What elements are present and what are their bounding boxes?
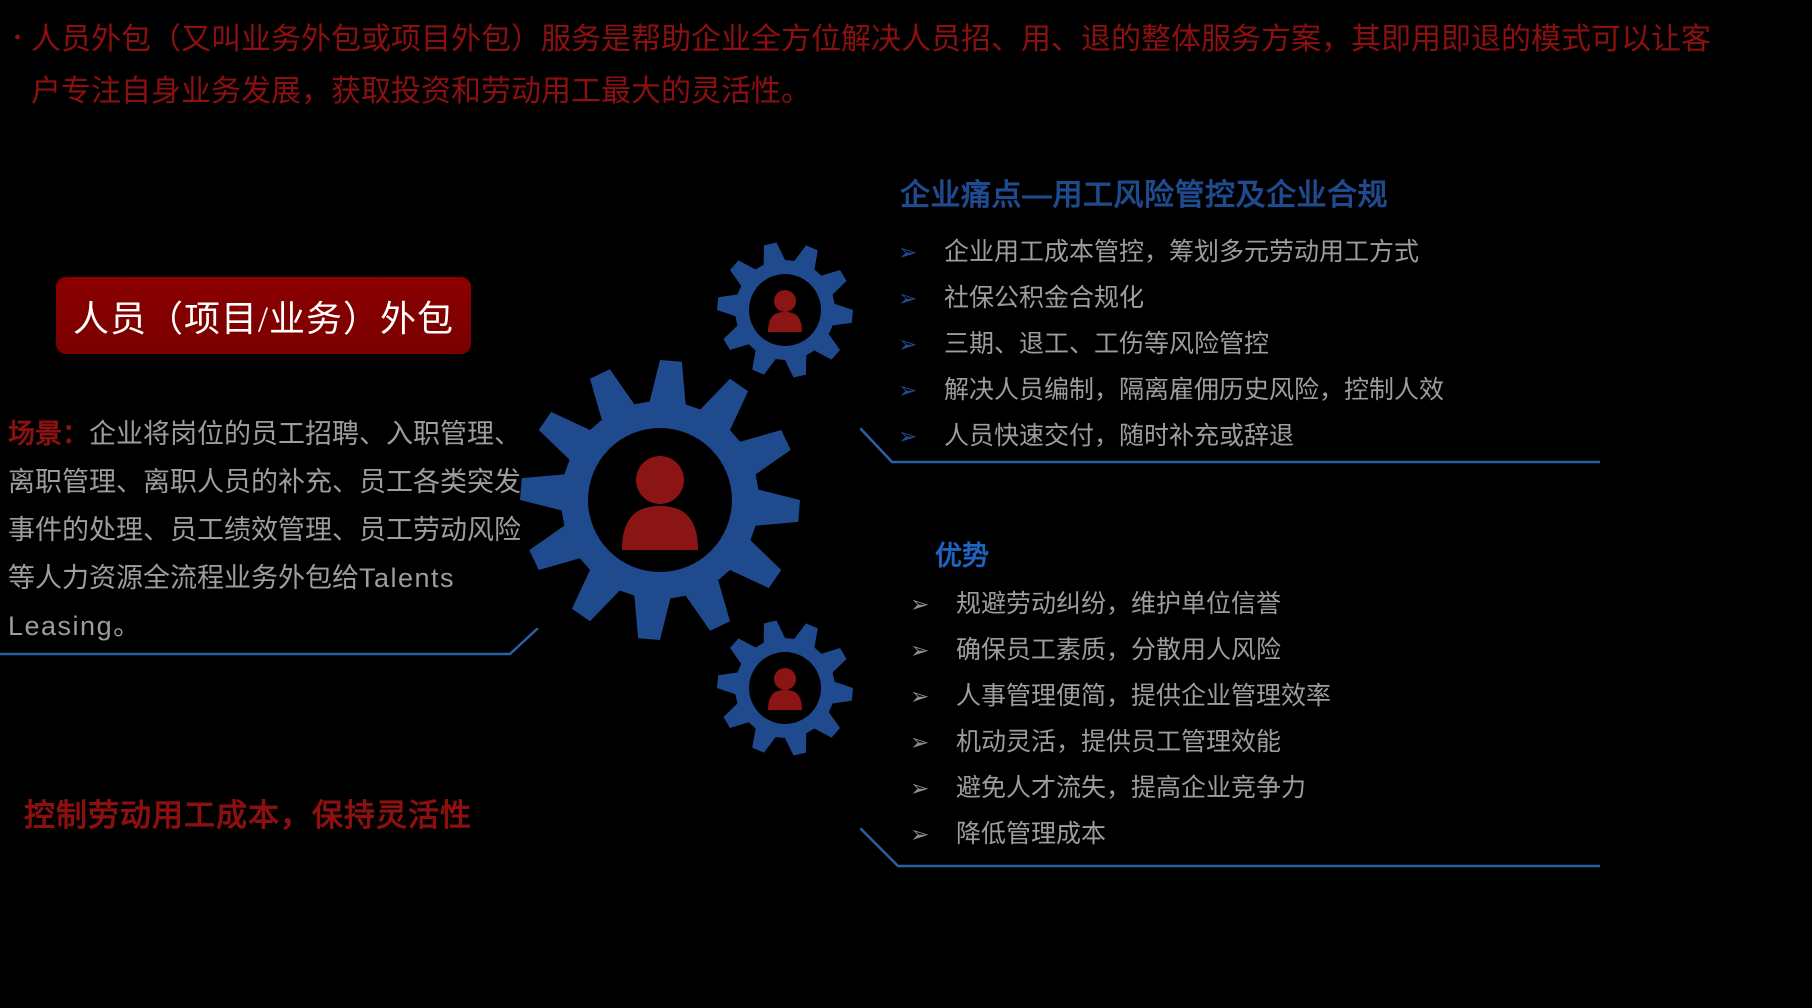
list-item: ➢ 三期、退工、工伤等风险管控 [898,332,1798,357]
list-item-label: 人事管理便简，提供企业管理效率 [956,683,1332,710]
list-item-label: 社保公积金合规化 [944,285,1145,312]
list-item: ➢ 机动灵活，提供员工管理效能 [910,730,1810,755]
list-item-label: 企业用工成本管控，筹划多元劳动用工方式 [944,239,1420,266]
top-note-text: 人员外包（又叫业务外包或项目外包）服务是帮助企业全方位解决人员招、用、退的整体服… [31,23,1712,108]
list-item-label: 规避劳动纠纷，维护单位信誉 [956,591,1282,618]
list-item: ➢ 规避劳动纠纷，维护单位信誉 [910,592,1810,617]
service-title-label: 人员（项目/业务）外包 [72,298,454,339]
scene-label: 场景： [8,419,89,449]
arrow-bullet-icon: ➢ [898,286,918,312]
list-item-label: 机动灵活，提供员工管理效能 [956,729,1282,756]
advantages-list: ➢ 规避劳动纠纷，维护单位信誉 ➢ 确保员工素质，分散用人风险 ➢ 人事管理便简，提供企业… [910,592,1810,868]
arrow-bullet-icon: ➢ [910,638,930,664]
list-item: ➢ 降低管理成本 [910,822,1810,847]
scene-description: 场景：企业将岗位的员工招聘、入职管理、离职管理、离职人员的补充、员工各类突发事件… [8,410,528,650]
service-title-box: 人员（项目/业务）外包 [56,277,471,354]
scene-text: 企业将岗位的员工招聘、入职管理、离职管理、离职人员的补充、员工各类突发事件的处理… [8,419,521,594]
gear-bottom-icon [717,620,853,756]
pain-points-heading: 企业痛点—用工风险管控及企业合规 [900,179,1388,212]
arrow-bullet-icon: ➢ [898,378,918,404]
arrow-bullet-icon: ➢ [898,240,918,266]
list-item: ➢ 企业用工成本管控，筹划多元劳动用工方式 [898,240,1798,265]
gear-center-icon [520,360,800,640]
list-item-label: 确保员工素质，分散用人风险 [956,637,1282,664]
advantages-heading: 优势 [935,541,989,571]
list-item: ➢ 人员快速交付，随时补充或辞退 [898,424,1798,449]
list-item-label: 解决人员编制，隔离雇佣历史风险，控制人效 [944,377,1445,404]
scene-text-en: Talents Leasing [8,563,456,642]
arrow-bullet-icon: ➢ [910,730,930,756]
arrow-bullet-icon: ➢ [898,332,918,358]
list-item: ➢ 避免人才流失，提高企业竞争力 [910,776,1810,801]
bullet-icon: • [14,27,22,49]
list-item: ➢ 社保公积金合规化 [898,286,1798,311]
scene-text-end: 。 [113,611,141,642]
list-item-label: 三期、退工、工伤等风险管控 [944,331,1270,358]
list-item: ➢ 人事管理便简，提供企业管理效率 [910,684,1810,709]
pain-points-list: ➢ 企业用工成本管控，筹划多元劳动用工方式 ➢ 社保公积金合规化 ➢ 三期、退工、工伤等风… [898,240,1798,470]
list-item: ➢ 解决人员编制，隔离雇佣历史风险，控制人效 [898,378,1798,403]
arrow-bullet-icon: ➢ [898,424,918,450]
list-item-label: 避免人才流失，提高企业竞争力 [956,775,1307,802]
top-note: • 人员外包（又叫业务外包或项目外包）服务是帮助企业全方位解决人员招、用、退的整… [14,14,1714,117]
arrow-bullet-icon: ➢ [910,776,930,802]
gears-graphic [520,215,920,795]
arrow-bullet-icon: ➢ [910,822,930,848]
gear-top-icon [717,242,853,378]
list-item: ➢ 确保员工素质，分散用人风险 [910,638,1810,663]
arrow-bullet-icon: ➢ [910,592,930,618]
list-item-label: 人员快速交付，随时补充或辞退 [944,423,1295,450]
arrow-bullet-icon: ➢ [910,684,930,710]
list-item-label: 降低管理成本 [956,821,1107,848]
slogan-text: 控制劳动用工成本，保持灵活性 [24,798,472,833]
